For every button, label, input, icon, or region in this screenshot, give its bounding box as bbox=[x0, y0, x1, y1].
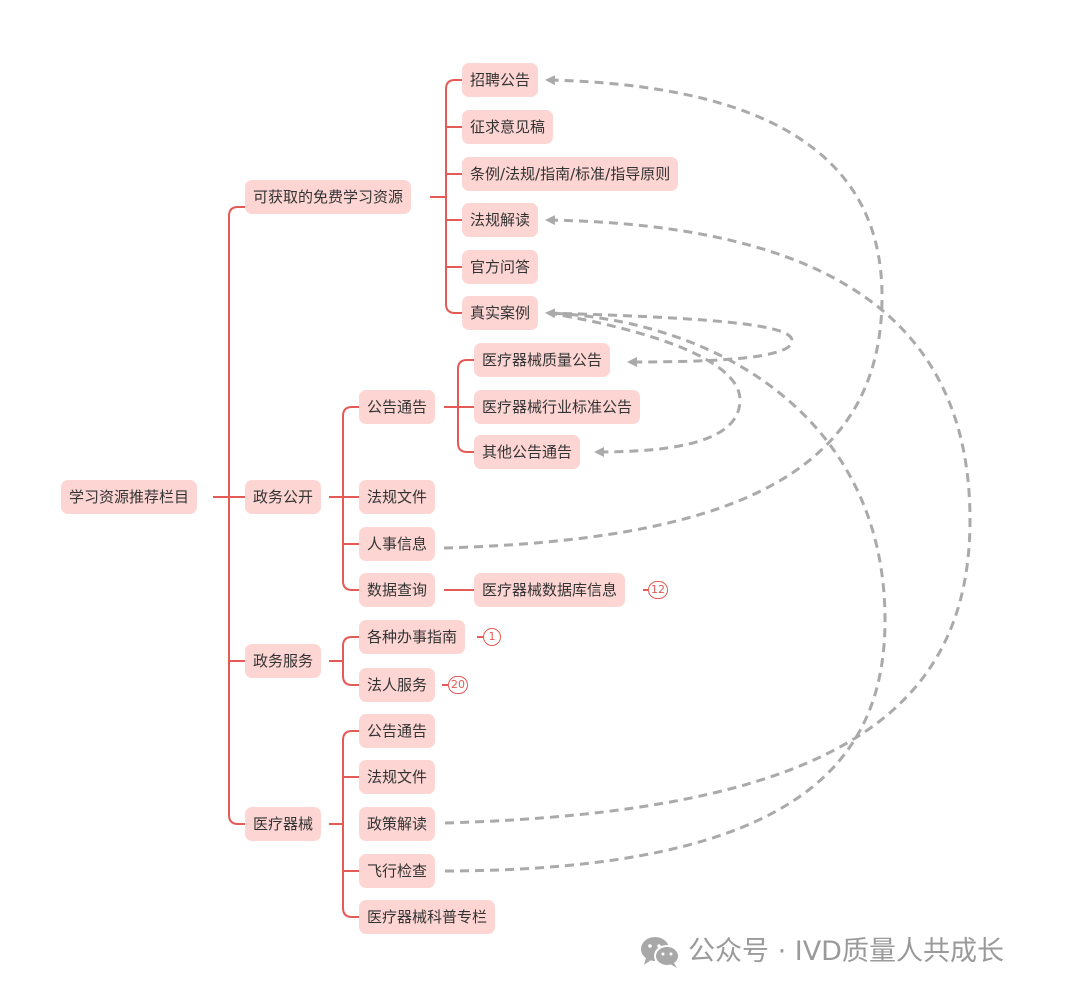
node-fagui-wenjian[interactable]: 法规文件 bbox=[359, 480, 436, 514]
node-md-gonggao-tonggao[interactable]: 公告通告 bbox=[359, 714, 436, 748]
watermark-text: 公众号 · IVD质量人共成长 bbox=[688, 936, 1004, 967]
link-zhenshi-to-zhiliang bbox=[547, 311, 794, 367]
node-banshi-zhinan[interactable]: 各种办事指南 bbox=[359, 620, 466, 654]
branch-lines bbox=[213, 79, 648, 918]
b3-bracket bbox=[342, 636, 353, 686]
link-zhenshi-to-qita bbox=[547, 311, 742, 457]
b2-bracket bbox=[342, 406, 353, 591]
node-zhiliang-gonggao[interactable]: 医疗器械质量公告 bbox=[474, 343, 611, 377]
b1-bracket bbox=[445, 79, 456, 314]
node-shuju-chaxun[interactable]: 数据查询 bbox=[359, 573, 436, 607]
node-kepu-zhuanlan[interactable]: 医疗器械科普专栏 bbox=[359, 900, 496, 934]
b4-bracket bbox=[342, 730, 353, 918]
node-zhengqiu-yijian[interactable]: 征求意见稿 bbox=[462, 110, 554, 144]
node-zhaopin-gonggao[interactable]: 招聘公告 bbox=[462, 63, 539, 97]
cross-links bbox=[443, 75, 972, 873]
branch-medical-device[interactable]: 医疗器械 bbox=[245, 807, 322, 841]
wechat-icon bbox=[641, 937, 680, 968]
link-zhengce-to-fagui bbox=[444, 215, 972, 825]
count-badge-12[interactable]: 12 bbox=[648, 581, 668, 599]
node-hangye-biaozhun[interactable]: 医疗器械行业标准公告 bbox=[474, 390, 641, 424]
node-tiaoli-fagui[interactable]: 条例/法规/指南/标准/指导原则 bbox=[462, 157, 679, 191]
count-badge-1[interactable]: 1 bbox=[483, 628, 501, 646]
node-qita-gonggao[interactable]: 其他公告通告 bbox=[474, 435, 581, 469]
node-feixing-jiancha[interactable]: 飞行检查 bbox=[359, 854, 436, 888]
count-badge-20[interactable]: 20 bbox=[448, 676, 468, 694]
node-md-fagui-wenjian[interactable]: 法规文件 bbox=[359, 760, 436, 794]
branch-free-resources[interactable]: 可获取的免费学习资源 bbox=[245, 180, 412, 214]
node-renshi-xinxi[interactable]: 人事信息 bbox=[359, 527, 436, 561]
root-node[interactable]: 学习资源推荐栏目 bbox=[61, 480, 198, 514]
watermark: 公众号 · IVD质量人共成长 bbox=[640, 930, 1004, 974]
node-gonggao-tonggao[interactable]: 公告通告 bbox=[359, 390, 436, 424]
node-zhenshi-anli[interactable]: 真实案例 bbox=[462, 296, 539, 330]
branch-zhengwu-gongkai[interactable]: 政务公开 bbox=[245, 480, 322, 514]
node-zhengce-jiedu[interactable]: 政策解读 bbox=[359, 807, 436, 841]
node-faren-fuwu[interactable]: 法人服务 bbox=[359, 668, 436, 702]
link-feixing-to-zhenshi bbox=[444, 308, 887, 873]
node-fagui-jiedu[interactable]: 法规解读 bbox=[462, 203, 539, 237]
main-trunk bbox=[228, 206, 239, 825]
node-guanfang-wenda[interactable]: 官方问答 bbox=[462, 250, 539, 284]
branch-zhengwu-fuwu[interactable]: 政务服务 bbox=[245, 644, 322, 678]
node-shujuku-xinxi[interactable]: 医疗器械数据库信息 bbox=[474, 573, 626, 607]
link-renshi-to-zhaopin bbox=[443, 75, 884, 550]
